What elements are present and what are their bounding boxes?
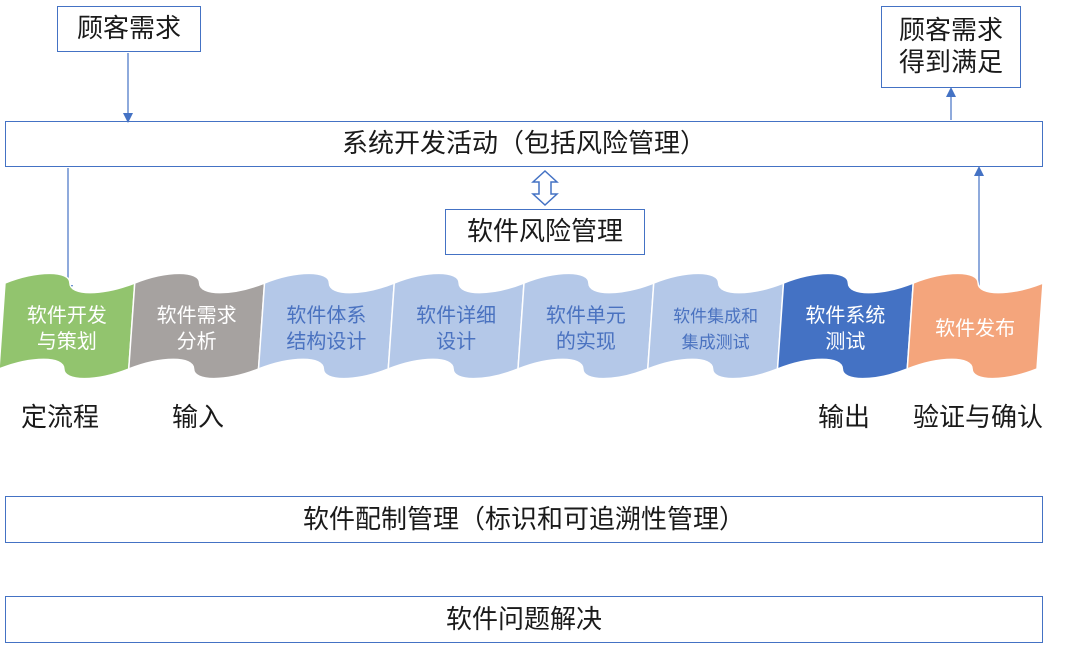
config-mgmt-box: 软件配制管理（标识和可追溯性管理） [5, 496, 1043, 543]
phase-label-3-line-1: 软件体系 [286, 303, 366, 327]
phase-shape-8 [906, 272, 1044, 380]
problem-resolution-label: 软件问题解决 [445, 604, 602, 635]
phase-label-4-line-1: 软件详细 [416, 303, 496, 327]
risk-mgmt-box: 软件风险管理 [445, 209, 645, 255]
double-arrow-icon [531, 169, 559, 207]
label-input: 输入 [172, 403, 225, 433]
config-mgmt-label: 软件配制管理（标识和可追溯性管理） [302, 504, 745, 535]
phase-label-7-line-2: 测试 [825, 329, 865, 353]
phase-label-7-line-1: 软件系统 [805, 303, 885, 327]
phase-label-5-line-2: 的实现 [556, 329, 616, 353]
risk-mgmt-label: 软件风险管理 [466, 217, 623, 247]
phase-label-4-line-2: 设计 [436, 329, 476, 353]
phase-label-6-line-1: 软件集成和 [673, 307, 758, 327]
customer-satisfied-line-2: 得到满足 [898, 48, 1003, 78]
phase-label-8-line-1: 软件发布 [935, 316, 1015, 340]
phase-label-5-line-1: 软件单元 [546, 303, 626, 327]
label-verify-validate: 验证与确认 [913, 403, 1044, 433]
phase-label-1-line-1: 软件开发 [27, 303, 107, 327]
problem-resolution-box: 软件问题解决 [5, 596, 1043, 643]
phase-label-1-line-2: 与策划 [37, 329, 97, 353]
customer-need-box: 顾客需求 [57, 6, 201, 52]
phase-label-2-line-2: 分析 [177, 329, 217, 353]
label-define-process: 定流程 [21, 403, 100, 433]
system-dev-box: 系统开发活动（包括风险管理） [5, 121, 1043, 167]
phase-label-3-line-2: 结构设计 [286, 329, 366, 353]
system-dev-label: 系统开发活动（包括风险管理） [341, 129, 706, 159]
label-output: 输出 [818, 403, 871, 433]
customer-need-label: 顾客需求 [76, 14, 181, 44]
customer-satisfied-line-1: 顾客需求 [898, 16, 1003, 46]
phase-label-2-line-1: 软件需求 [157, 303, 237, 327]
phase-label-6-line-2: 集成测试 [682, 333, 750, 353]
